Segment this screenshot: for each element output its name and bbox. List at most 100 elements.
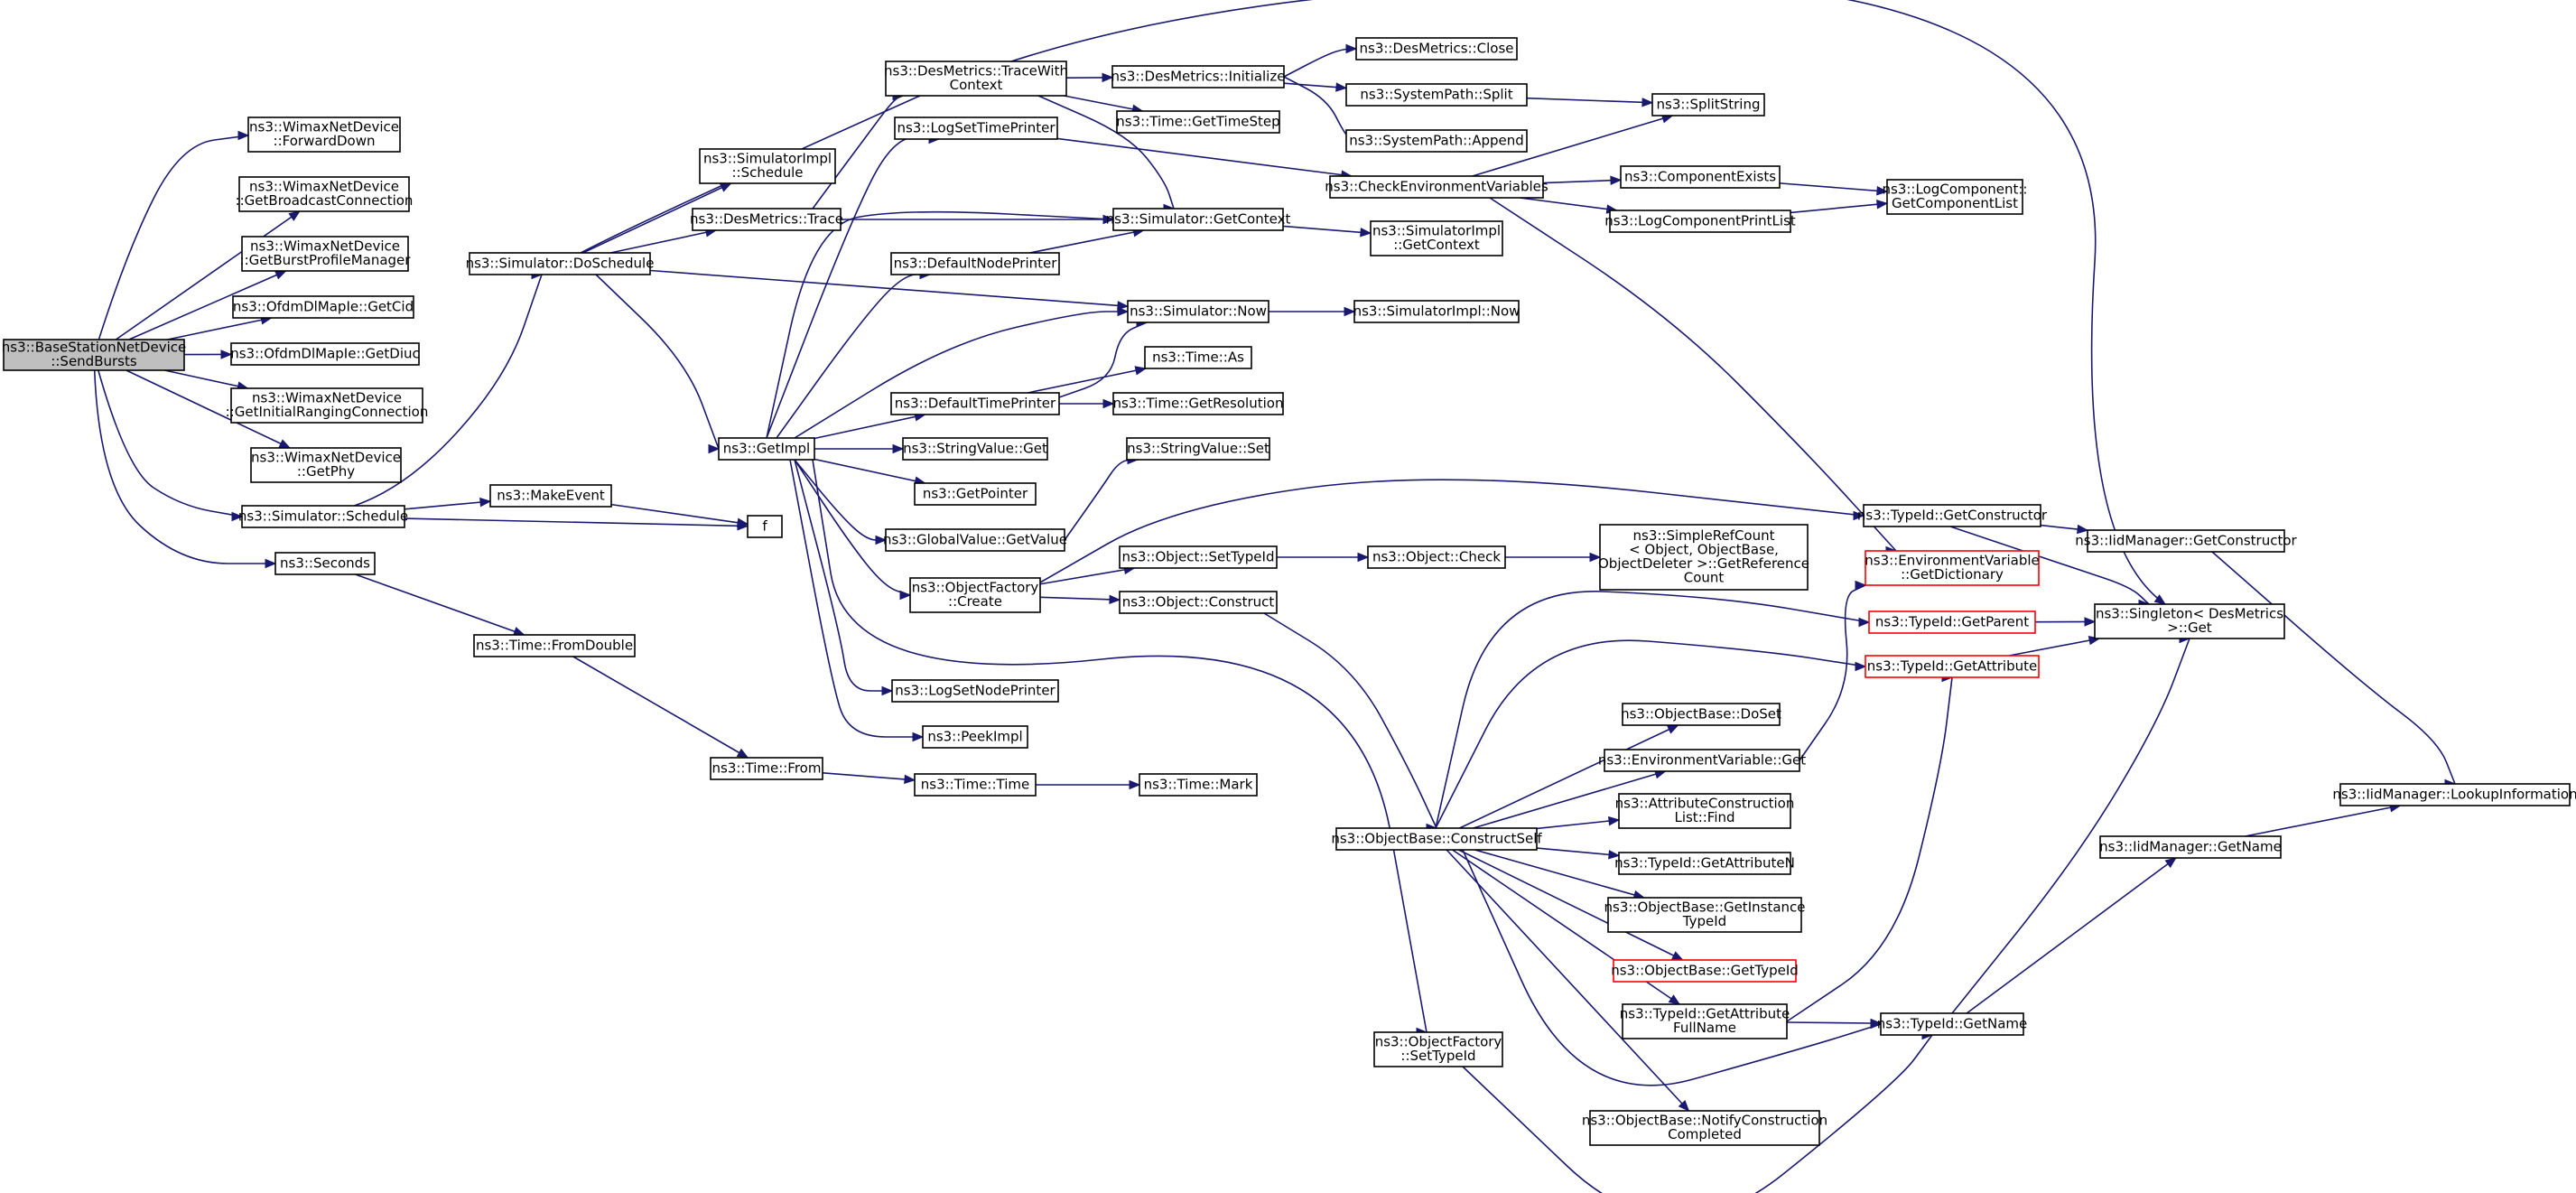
node-timeGetTimeStep[interactable]: ns3::Time::GetTimeStep [1116, 110, 1280, 134]
node-typeIdGetAttribute[interactable]: ns3::TypeId::GetAttribute [1865, 655, 2040, 678]
node-typeIdGetAttributeN[interactable]: ns3::TypeId::GetAttributeN [1614, 852, 1795, 875]
node-getImpl[interactable]: ns3::GetImpl [718, 437, 815, 461]
node-desClose[interactable]: ns3::DesMetrics::Close [1355, 37, 1518, 61]
node-objBaseConstructSelf[interactable]: ns3::ObjectBase::ConstructSelf [1331, 827, 1542, 851]
node-envVarGetDictionary[interactable]: ns3::EnvironmentVariable::GetDictionary [1865, 550, 2040, 586]
node-logCompGetList[interactable]: ns3::LogComponent::GetComponentList [1883, 179, 2028, 215]
node-peekImpl[interactable]: ns3::PeekImpl [922, 725, 1028, 749]
node-label: ::SendBursts [51, 353, 137, 369]
node-desTrace[interactable]: ns3::DesMetrics::Trace [690, 208, 843, 231]
node-simImplSchedule[interactable]: ns3::SimulatorImpl::Schedule [699, 148, 836, 184]
node-objectSetTypeId[interactable]: ns3::Object::SetTypeId [1119, 545, 1278, 569]
node-getPointer[interactable]: ns3::GetPointer [914, 482, 1037, 506]
node-label: ns3::DesMetrics::TraceWith [884, 63, 1068, 79]
node-objectConstruct[interactable]: ns3::Object::Construct [1119, 591, 1278, 614]
node-defaultTimePrinter[interactable]: ns3::DefaultTimePrinter [890, 392, 1060, 415]
node-label: ns3::ComponentExists [1624, 168, 1776, 184]
node-label: ns3::Time::GetResolution [1113, 395, 1284, 411]
node-objectCheck[interactable]: ns3::Object::Check [1367, 545, 1506, 569]
node-box [1613, 959, 1797, 983]
node-checkEnvVars[interactable]: ns3::CheckEnvironmentVariables [1325, 175, 1548, 199]
node-box [469, 252, 651, 275]
call-edge-objectSetTypeId-to-objectCheck [1277, 552, 1370, 563]
node-objFactoryCreate[interactable]: ns3::ObjectFactory::Create [909, 577, 1041, 613]
node-timeFrom[interactable]: ns3::Time::From [710, 757, 823, 780]
node-simGetContext[interactable]: ns3::Simulator::GetContext [1106, 208, 1291, 231]
arrowhead-icon [288, 210, 301, 221]
node-box [1880, 1012, 2024, 1036]
node-logCompPrintList[interactable]: ns3::LogComponentPrintList [1604, 210, 1796, 233]
node-f[interactable]: f [747, 515, 783, 538]
node-typeIdGetParent[interactable]: ns3::TypeId::GetParent [1868, 610, 2036, 634]
node-label: ns3::OfdmDlMapIe::GetCid [233, 298, 414, 314]
arrowhead-icon [904, 774, 916, 785]
node-globalValueGet[interactable]: ns3::GlobalValue::GetValue [883, 528, 1067, 552]
node-schedule[interactable]: ns3::Simulator::Schedule [238, 505, 408, 528]
node-simImplGetContext[interactable]: ns3::SimulatorImpl::GetContext [1370, 220, 1503, 256]
node-singletonGet[interactable]: ns3::Singleton< DesMetrics>::Get [2094, 603, 2285, 639]
node-stringValueSet[interactable]: ns3::StringValue::Set [1126, 437, 1270, 461]
node-splitString[interactable]: ns3::SplitString [1651, 93, 1765, 117]
node-label: ns3::ObjectFactory [912, 580, 1039, 596]
arrowhead-icon [1855, 580, 1867, 591]
node-label: ns3::GetImpl [723, 440, 810, 456]
node-label: Count [1684, 570, 1725, 586]
node-timeMark[interactable]: ns3::Time::Mark [1139, 773, 1258, 797]
node-desInitialize[interactable]: ns3::DesMetrics::Initialize [1111, 65, 1286, 89]
node-fromDouble[interactable]: ns3::Time::FromDouble [473, 634, 636, 657]
node-getBroadcastConn[interactable]: ns3::WimaxNetDevice::GetBroadcastConnect… [236, 176, 414, 212]
node-typeIdGetName[interactable]: ns3::TypeId::GetName [1877, 1012, 2027, 1036]
call-edge-getImpl-to-simNow [794, 306, 1130, 439]
node-envVarGet[interactable]: ns3::EnvironmentVariable::Get [1598, 749, 1806, 772]
node-label: ns3::Simulator::Schedule [238, 508, 408, 524]
node-box [909, 577, 1041, 613]
node-logSetTimePrinter[interactable]: ns3::LogSetTimePrinter [894, 117, 1058, 140]
node-box [914, 482, 1037, 506]
node-label: ns3::Simulator::DoSchedule [466, 255, 655, 271]
node-getInitialRanging[interactable]: ns3::WimaxNetDevice::GetInitialRangingCo… [226, 387, 429, 424]
node-simNow[interactable]: ns3::Simulator::Now [1127, 300, 1269, 323]
node-objBaseDoSet[interactable]: ns3::ObjectBase::DoSet [1621, 703, 1781, 726]
call-edge-typeIdGetName-to-iidMgrGetName [1966, 857, 2177, 1014]
node-sysPathAppend[interactable]: ns3::SystemPath::Append [1345, 129, 1528, 153]
node-seconds[interactable]: ns3::Seconds [274, 552, 376, 575]
node-objBaseGetTypeId[interactable]: ns3::ObjectBase::GetTypeId [1611, 959, 1799, 983]
node-timeAs[interactable]: ns3::Time::As [1144, 346, 1252, 369]
node-sysPathSplit[interactable]: ns3::SystemPath::Split [1345, 83, 1528, 107]
call-edge-envVarGet-to-envVarGetDictionary [1799, 580, 1867, 761]
node-timeGetResolution[interactable]: ns3::Time::GetResolution [1112, 392, 1284, 415]
node-getBurstProfileMgr[interactable]: ns3::WimaxNetDevice::GetBurstProfileMana… [240, 236, 412, 272]
arrowhead-icon [479, 497, 492, 508]
node-simpleRefCount[interactable]: ns3::SimpleRefCount< Object, ObjectBase,… [1598, 524, 1809, 591]
node-objBaseNotifyConstruction[interactable]: ns3::ObjectBase::NotifyConstructionCompl… [1582, 1110, 1827, 1146]
node-defaultNodePrinter[interactable]: ns3::DefaultNodePrinter [890, 252, 1060, 275]
call-edge-getImpl-to-defaultTimePrinter [814, 412, 926, 440]
node-typeIdGetConstructor[interactable]: ns3::TypeId::GetConstructor [1857, 504, 2048, 527]
node-label: ns3::TypeId::GetParent [1875, 613, 2029, 629]
node-label: ::GetBroadcastConnection [236, 192, 414, 209]
node-doSchedule[interactable]: ns3::Simulator::DoSchedule [466, 252, 655, 275]
node-label: List::Find [1674, 809, 1734, 825]
node-timeTime[interactable]: ns3::Time::Time [914, 773, 1037, 797]
node-stringValueGet[interactable]: ns3::StringValue::Get [902, 437, 1048, 461]
node-simImplNow[interactable]: ns3::SimulatorImpl::Now [1353, 300, 1520, 323]
node-logSetNodePrinter[interactable]: ns3::LogSetNodePrinter [891, 679, 1059, 703]
node-getDiuc[interactable]: ns3::OfdmDlMapIe::GetDiuc [230, 342, 420, 366]
node-label: ns3::Simulator::Now [1130, 303, 1267, 319]
call-edge-sendBursts-to-getBroadcastConn [115, 210, 301, 340]
node-iidMgrLookup[interactable]: ns3::IidManager::LookupInformation [2332, 783, 2576, 806]
node-getPhy[interactable]: ns3::WimaxNetDevice::GetPhy [250, 447, 402, 483]
node-makeEvent[interactable]: ns3::MakeEvent [489, 484, 612, 508]
node-objFactorySetTypeId[interactable]: ns3::ObjectFactory::SetTypeId [1373, 1031, 1503, 1067]
node-iidMgrGetName[interactable]: ns3::IidManager::GetName [2099, 835, 2282, 859]
node-getCid[interactable]: ns3::OfdmDlMapIe::GetCid [232, 295, 414, 319]
node-box [1127, 300, 1269, 323]
node-forwardDown[interactable]: ns3::WimaxNetDevice::ForwardDown [247, 117, 401, 153]
node-iidMgrGetConstructor[interactable]: ns3::IidManager::GetConstructor [2075, 529, 2298, 553]
node-label: ns3::Time::Mark [1144, 776, 1253, 792]
node-componentExists[interactable]: ns3::ComponentExists [1620, 165, 1781, 189]
